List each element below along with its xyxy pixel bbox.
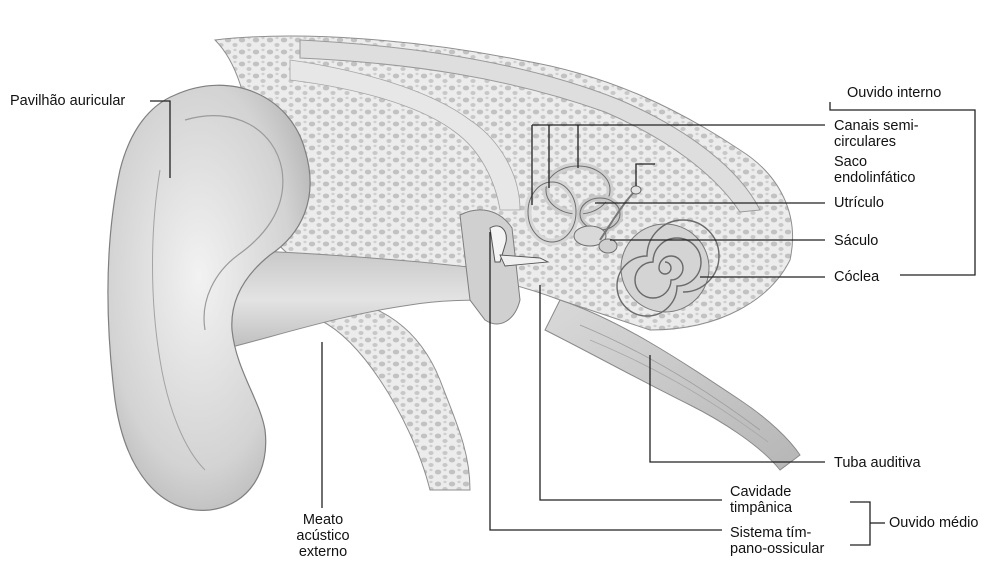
label-canais-line1: Canais semi- — [834, 118, 919, 134]
label-pavilhao-auricular: Pavilhão auricular — [10, 93, 125, 109]
label-utriculo: Utrículo — [834, 195, 884, 211]
label-coclea: Cóclea — [834, 269, 879, 285]
label-canais-semicirculares: Canais semi- circulares — [834, 118, 919, 150]
label-meato-line2: acústico — [284, 528, 362, 544]
label-saculo: Sáculo — [834, 233, 878, 249]
endolymphatic-sac-shape — [631, 186, 641, 194]
label-tuba-auditiva: Tuba auditiva — [834, 455, 921, 471]
label-sistema-line1: Sistema tím- — [730, 525, 824, 541]
label-canais-line2: circulares — [834, 134, 919, 150]
label-meato-acustico-externo: Meato acústico externo — [284, 512, 362, 560]
label-saco-endolinfatico: Saco endolinfático — [834, 154, 915, 186]
label-sistema-line2: pano-ossicular — [730, 541, 824, 557]
label-sistema-timpano-ossicular: Sistema tím- pano-ossicular — [730, 525, 824, 557]
label-saco-line1: Saco — [834, 154, 915, 170]
label-cavidade-line1: Cavidade — [730, 484, 792, 500]
label-ouvido-medio: Ouvido médio — [889, 515, 978, 531]
label-cavidade-line2: timpânica — [730, 500, 792, 516]
label-meato-line1: Meato — [284, 512, 362, 528]
label-meato-line3: externo — [284, 544, 362, 560]
label-ouvido-interno: Ouvido interno — [847, 85, 941, 101]
saccule-shape — [599, 239, 617, 253]
label-cavidade-timpanica: Cavidade timpânica — [730, 484, 792, 516]
label-saco-line2: endolinfático — [834, 170, 915, 186]
